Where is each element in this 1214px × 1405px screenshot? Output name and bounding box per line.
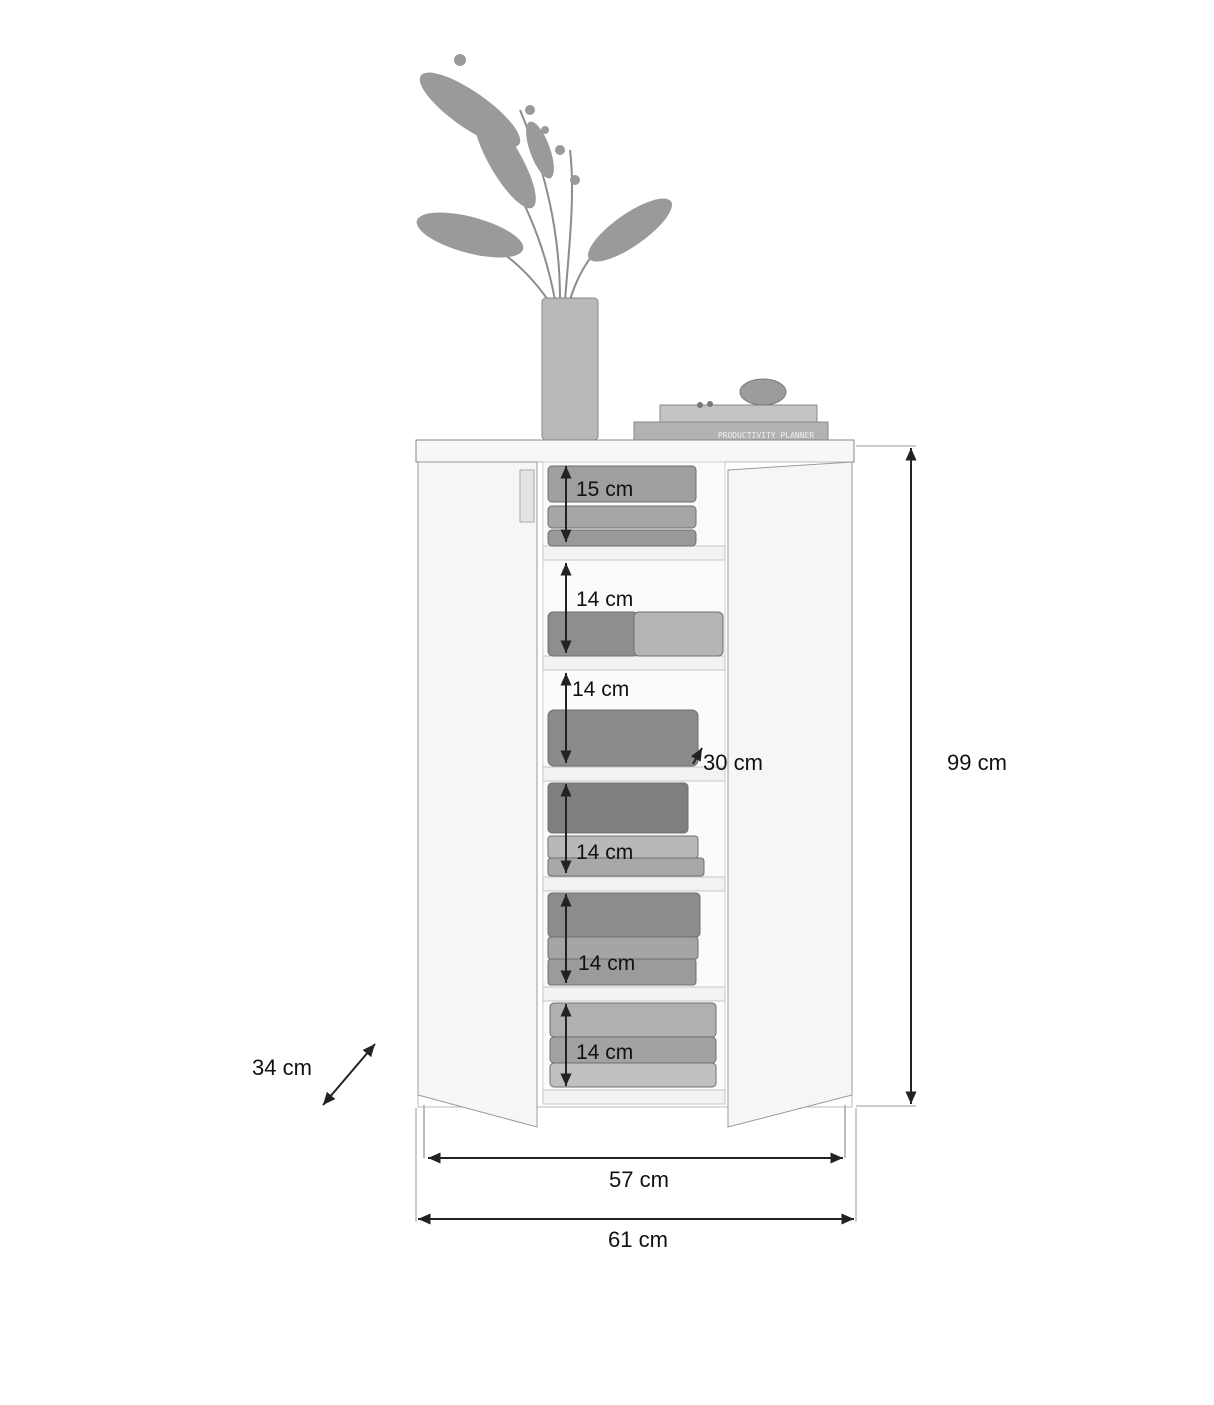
left-door [417, 461, 538, 1128]
clothes [547, 465, 724, 1088]
shelf-depth-arrow [690, 747, 703, 765]
total-width-label: 61 cm [608, 1227, 668, 1252]
shelf-6-height-label: 14 cm [576, 1041, 634, 1064]
plant-illustration [416, 54, 672, 301]
vase [541, 297, 599, 441]
inner-width-label: 57 cm [609, 1167, 669, 1192]
shelf-1-height-label: 15 cm [576, 478, 634, 501]
shelf-5-height-label: 14 cm [578, 952, 636, 975]
cabinet-top [415, 439, 855, 463]
depth-label: 34 cm [252, 1055, 312, 1080]
shelves [542, 545, 726, 1105]
depth-arrow [322, 1043, 376, 1106]
shelf-3-height-label: 14 cm [572, 678, 630, 701]
bowl [739, 378, 787, 406]
shelf-4-height-label: 14 cm [576, 841, 634, 864]
shelf-2-height-label: 14 cm [576, 588, 634, 611]
door-handle [519, 469, 535, 523]
right-door [727, 461, 853, 1128]
height-dimension [856, 445, 916, 1107]
book-label: PRODUCTIVITY PLANNER [718, 431, 815, 440]
height-label: 99 cm [947, 750, 1007, 775]
books-stack: PRODUCTIVITY PLANNER [633, 378, 829, 445]
shelf-depth-label: 30 cm [703, 750, 763, 775]
